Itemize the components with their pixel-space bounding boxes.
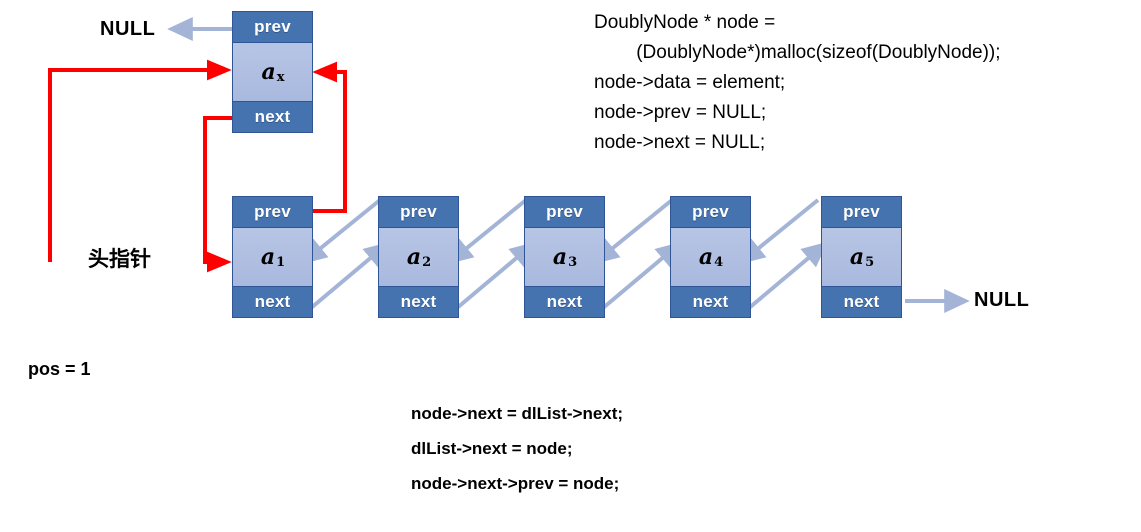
arrow-prev-3-2 [447,198,528,265]
arrow-a1-prev-to-newnode [312,61,347,213]
node-field-prev: prev [671,197,750,228]
node-field-prev: prev [822,197,901,228]
arrow-next-2-3 [455,241,536,310]
node-data-letter: a [260,244,276,270]
arrow-next-1-2 [309,241,390,310]
arrow-prev-5-4 [739,198,820,265]
node-field-prev: prev [233,197,312,228]
node-data-subscript: 5 [865,254,875,270]
arrow-next-4-5 [747,241,828,310]
node-field-prev: prev [379,197,458,228]
node-field-prev: prev [233,12,312,43]
node-field-next: next [233,101,312,132]
node-data-subscript: 1 [276,254,286,270]
code-block-insert: node->next = dlList->next; dlList->next … [411,404,624,493]
node-field-next: next [822,286,901,317]
node-field-next: next [525,286,604,317]
node-data-letter: a [261,59,276,85]
node-data-letter: a [698,244,714,270]
node-data-letter: a [552,244,568,270]
arrow-newnode-next-to-a1 [203,116,232,273]
arrow-head-to-newnode [48,59,232,262]
label-null-top: NULL [100,18,156,40]
node-data-letter: a [849,244,865,270]
label-head-pointer: 头指针 [88,247,151,271]
node-data-subscript: 4 [714,254,724,270]
code-block-allocate: DoublyNode * node = (DoublyNode*)malloc(… [594,12,1001,153]
label-null-right: NULL [974,289,1030,311]
node-data-subscript: x [276,69,285,85]
arrow-prev-4-3 [593,198,674,265]
arrow-prev-2-1 [301,198,382,265]
node-data-subscript: 2 [422,254,432,270]
node-field-prev: prev [525,197,604,228]
node-field-next: next [671,286,750,317]
label-pos: pos = 1 [28,359,91,379]
node-data-subscript: 3 [568,254,578,270]
node-field-next: next [379,286,458,317]
node-data-letter: a [406,244,422,270]
node-field-next: next [233,286,312,317]
arrow-next-3-4 [601,241,682,310]
